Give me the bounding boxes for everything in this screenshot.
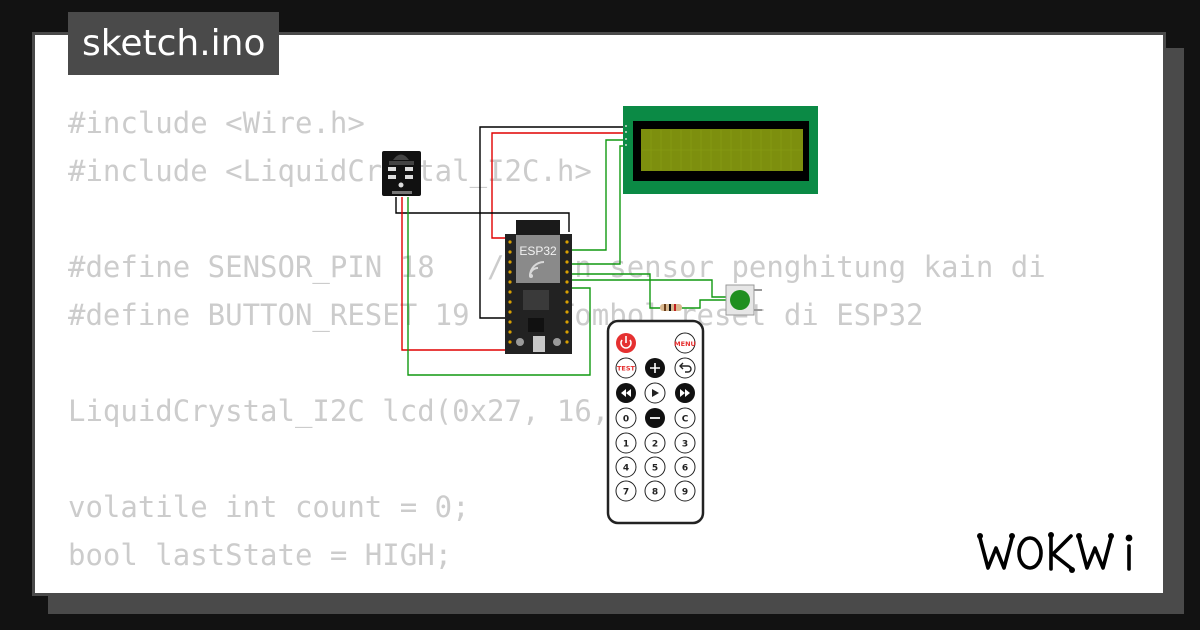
remote-button: 7 (623, 488, 629, 498)
wokwi-logo (977, 532, 1133, 573)
wire-green-button (572, 273, 660, 309)
wire-black-lcd (479, 126, 630, 319)
wire-black-sensor (395, 197, 570, 232)
remote-button: 6 (682, 464, 688, 474)
lcd-display (623, 106, 818, 194)
rewind-icon (616, 383, 636, 403)
push-button (725, 284, 762, 316)
code-line: volatile int count = 0; (68, 490, 470, 524)
remote-button: 3 (682, 440, 688, 450)
minus-icon (645, 408, 665, 428)
wire-red-lcd (491, 132, 630, 239)
remote-button: 9 (682, 488, 688, 498)
ir-remote: MENU TEST 0 C (606, 319, 705, 525)
remote-button: TEST (617, 365, 636, 373)
wire-green-lcd-sda (572, 139, 630, 251)
remote-button: 8 (652, 488, 658, 498)
wire-green-resistor (682, 299, 726, 309)
plus-icon (645, 358, 665, 378)
wire-green-lcd-scl (572, 145, 630, 265)
remote-button: 5 (652, 464, 658, 474)
esp32-label: ESP32 (519, 244, 557, 258)
back-icon (674, 357, 696, 379)
remote-button: 4 (623, 464, 629, 474)
code-line: bool lastState = HIGH; (68, 538, 453, 572)
preview-card: #include <Wire.h>#include <LiquidCrystal… (32, 32, 1166, 596)
fast-forward-icon (675, 383, 695, 403)
code-line: #include <Wire.h> (68, 106, 365, 140)
wire-green-sensor (407, 197, 591, 376)
remote-button: 0 (623, 415, 629, 425)
resistor (660, 304, 682, 311)
code-line: #define SENSOR_PIN 18 // Pin sensor peng… (68, 250, 1046, 284)
code-line: LiquidCrystal_I2C lcd(0x27, 16, 2); (68, 394, 680, 428)
play-icon (644, 382, 666, 404)
sensor-module (382, 151, 421, 196)
file-tab[interactable]: sketch.ino (68, 12, 280, 75)
wire-red-sensor (401, 197, 506, 351)
menu-label: MENU (674, 340, 696, 348)
remote-button: 2 (652, 440, 658, 450)
power-button-icon (616, 333, 636, 353)
remote-button: 1 (623, 440, 629, 450)
wire-green-button-2 (572, 279, 726, 298)
esp32-board: ESP32 (505, 220, 572, 354)
remote-button: C (682, 415, 689, 425)
